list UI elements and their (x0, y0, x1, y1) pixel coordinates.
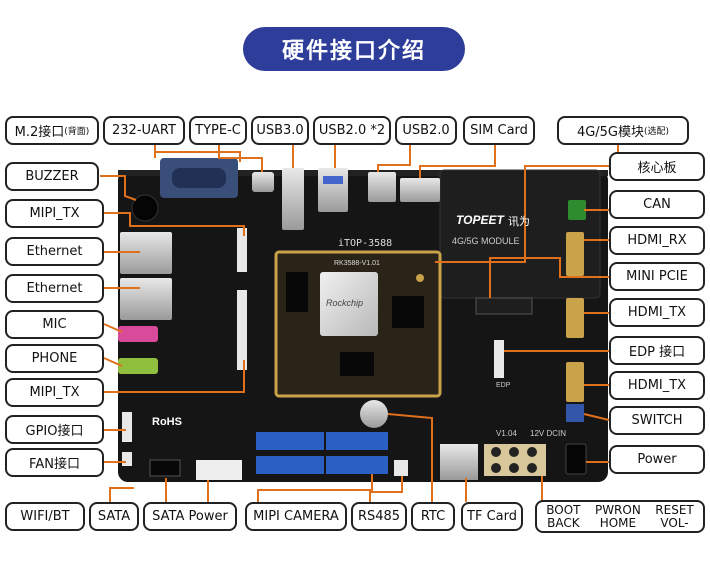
label-edp: EDP 接口 (609, 336, 705, 365)
mipi-tx-connector-1 (237, 228, 247, 272)
label-usb30: USB3.0 (251, 116, 309, 145)
label-hdmi-rx: HDMI_RX (609, 226, 705, 255)
label-mipi-tx-bottom: MIPI_TX (5, 378, 104, 407)
hdmi-rx-port (566, 232, 584, 276)
label-wifi-bt: WIFI/BT (5, 502, 85, 531)
label-home: HOME (599, 515, 637, 530)
button-boot-back: BOOT BACK (546, 502, 581, 530)
can-terminal (568, 200, 586, 220)
version-text: V1.04 (496, 429, 517, 438)
label-m2-sub: (背面) (64, 127, 90, 137)
mic-jack (118, 326, 158, 342)
rs485-terminal (394, 460, 408, 476)
label-phone: PHONE (5, 344, 104, 373)
label-mipi-camera: MIPI CAMERA (245, 502, 347, 531)
label-rs485: RS485 (351, 502, 407, 531)
label-boot: BOOT (546, 502, 581, 517)
core-hole (416, 274, 424, 282)
hdmi-tx-port-1 (566, 298, 584, 338)
rtc-battery (360, 400, 388, 428)
label-fan: FAN接口 (5, 448, 104, 477)
label-switch: SWITCH (609, 406, 705, 435)
label-rtc: RTC (411, 502, 455, 531)
label-buttons: BOOT BACK PWRON HOME RESET VOL- (535, 500, 705, 533)
buzzer-part (131, 194, 159, 222)
label-type-c: TYPE-C (189, 116, 247, 145)
brand-cn-text: 讯为 (508, 216, 530, 228)
label-pwron: PWRON (594, 502, 641, 517)
label-hdmi-tx-1: HDMI_TX (609, 298, 705, 327)
label-mipi-tx-top: MIPI_TX (5, 199, 104, 228)
label-back: BACK (547, 515, 580, 530)
board-model-text: iTOP-3588 (338, 238, 393, 249)
label-usb20x2: USB2.0 *2 (313, 116, 391, 145)
sim-slot (400, 178, 440, 202)
label-mini-pcie: MINI PCIE (609, 262, 705, 291)
label-hdmi-tx-2: HDMI_TX (609, 371, 705, 400)
rohs-text: RoHS (152, 416, 182, 428)
label-mic: MIC (5, 310, 104, 339)
page-title: 硬件接口介绍 (243, 27, 465, 71)
brand-text: TOPEET (456, 213, 504, 227)
module-text: 4G/5G MODULE (452, 236, 520, 246)
memory-chip-1 (392, 296, 424, 328)
gpio-header (122, 412, 132, 442)
power-jack (565, 443, 587, 475)
sata-power-port (196, 460, 242, 480)
mipi-camera-2 (256, 456, 324, 474)
label-4g5g-module: 4G/5G模块(选配) (557, 116, 689, 145)
label-sata: SATA (89, 502, 139, 531)
edp-mark-text: EDP (496, 382, 511, 389)
label-ethernet-1: Ethernet (5, 237, 104, 266)
label-m2: M.2接口(背面) (5, 116, 99, 145)
sata-port (149, 459, 181, 477)
label-ethernet-2: Ethernet (5, 274, 104, 303)
chip-mark-text: Rockchip (326, 298, 364, 308)
ethernet-port-1 (120, 232, 172, 274)
label-core-board: 核心板 (609, 152, 705, 181)
phone-jack (118, 358, 158, 374)
label-gpio: GPIO接口 (5, 415, 104, 444)
usb-typec-port (252, 172, 274, 192)
soc-chip (320, 272, 378, 336)
memory-chip-3 (286, 272, 308, 312)
tf-card-slot (440, 444, 478, 480)
hdmi-tx-port-2 (566, 362, 584, 402)
label-m2-text: M.2接口 (14, 125, 65, 140)
board-edge-top (118, 170, 608, 176)
leader-lines (100, 145, 619, 502)
memory-chip-2 (340, 352, 374, 376)
label-vol: VOL- (660, 515, 689, 530)
fan-header (122, 452, 132, 466)
label-module-sub: (选配) (644, 127, 670, 137)
button-reset-vol: RESET VOL- (655, 502, 694, 530)
button-pwron-home: PWRON HOME (594, 502, 641, 530)
label-module-text: 4G/5G模块 (576, 125, 645, 140)
button-group (484, 444, 546, 476)
label-reset: RESET (655, 502, 694, 517)
label-can: CAN (609, 190, 705, 219)
usb20-port (368, 172, 396, 202)
dcin-text: 12V DCIN (530, 429, 567, 438)
mipi-camera-1 (256, 432, 324, 450)
usb30-port (282, 168, 304, 230)
mipi-camera-4 (326, 456, 388, 474)
mipi-tx-connector-2 (237, 290, 247, 370)
usb20x2-port (318, 168, 348, 212)
label-sim-card: SIM Card (463, 116, 535, 145)
ethernet-port-2 (120, 278, 172, 320)
label-buzzer: BUZZER (5, 162, 99, 191)
mini-pcie-slot (475, 297, 533, 315)
chip-model-text: RK3588-V1.01 (334, 260, 380, 267)
label-sata-power: SATA Power (143, 502, 237, 531)
label-usb20: USB2.0 (395, 116, 457, 145)
switch-part (566, 404, 584, 422)
mipi-camera-3 (326, 432, 388, 450)
label-tf-card: TF Card (461, 502, 523, 531)
label-power: Power (609, 445, 705, 474)
edp-connector (494, 340, 504, 378)
label-232-uart: 232-UART (103, 116, 185, 145)
